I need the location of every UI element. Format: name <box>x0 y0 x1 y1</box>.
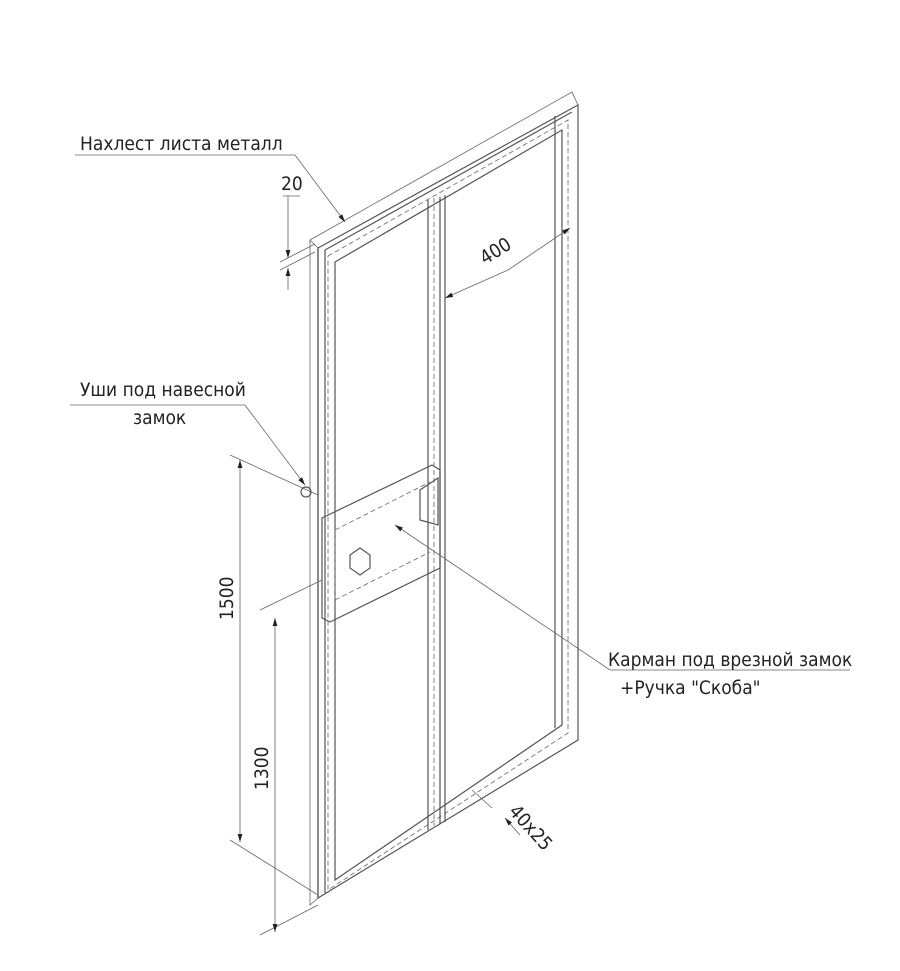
padlock-ear <box>300 486 312 498</box>
dimensions <box>70 154 850 936</box>
lock-pocket <box>300 464 441 623</box>
padlock-label-line2: замок <box>133 407 186 429</box>
width-dimension: 400 <box>476 233 515 269</box>
metal-sheet <box>309 91 579 906</box>
overlap-dimension: 20 <box>281 173 303 195</box>
height-1500-dimension: 1500 <box>216 577 238 621</box>
profile-dimension: 40х25 <box>504 801 556 856</box>
overlap-label: Нахлест листа металл <box>80 133 283 155</box>
pocket-label-line2: +Ручка "Скоба" <box>620 677 761 699</box>
height-1300-dimension: 1300 <box>251 747 273 791</box>
middle-post <box>427 195 446 830</box>
padlock-label-line1: Уши под навесной <box>80 379 246 401</box>
pocket-label-line1: Карман под врезной замок <box>608 649 852 671</box>
outer-frame <box>317 103 579 900</box>
